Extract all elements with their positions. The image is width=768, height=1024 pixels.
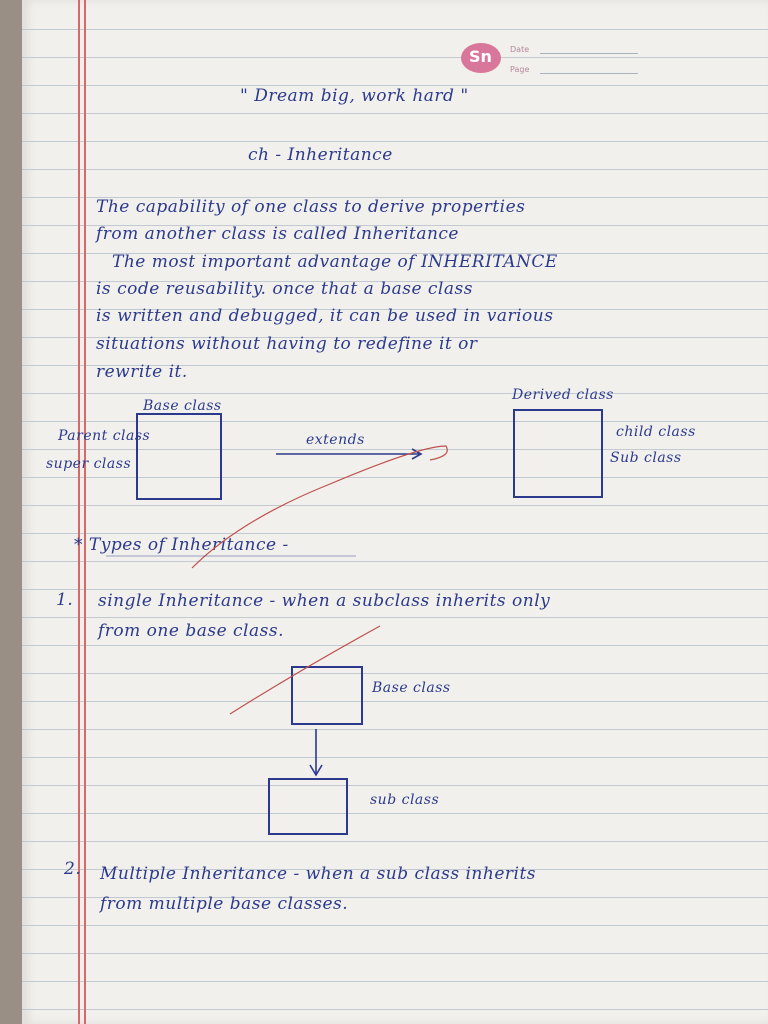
red-pen-stroke — [191, 445, 448, 569]
sub-class-label: Sub class — [610, 450, 682, 466]
margin-line-right — [84, 0, 86, 1024]
red-pen-stroke — [229, 625, 381, 715]
single-inheritance-arrow-head — [309, 764, 323, 777]
single-sub-box — [268, 778, 348, 835]
single-base-label: Base class — [372, 680, 451, 696]
child-class-label: child class — [616, 424, 696, 440]
super-class-label: super class — [46, 456, 132, 472]
brand-logo: Sn — [461, 43, 501, 73]
single-base-box — [291, 666, 363, 725]
single-inheritance-line: from one base class. — [98, 621, 284, 641]
date-line — [540, 53, 638, 54]
intro-line: The most important advantage of INHERITA… — [112, 252, 558, 272]
intro-line: The capability of one class to derive pr… — [96, 197, 526, 217]
multiple-inheritance-line: from multiple base classes. — [100, 894, 349, 914]
date-label: Date — [510, 45, 530, 54]
intro-line: situations without having to redefine it… — [96, 334, 478, 354]
extends-arrow-head — [411, 448, 423, 460]
quote-heading: " Dream big, work hard " — [240, 86, 469, 106]
parent-class-label: Parent class — [58, 428, 151, 444]
intro-line: from another class is called Inheritance — [96, 224, 459, 244]
item-number: 2. — [64, 859, 82, 879]
base-class-label: Base class — [143, 398, 222, 414]
single-sub-label: sub class — [370, 792, 440, 808]
extends-label: extends — [306, 432, 365, 448]
types-heading: * Types of Inheritance - — [74, 535, 289, 555]
intro-line: is written and debugged, it can be used … — [96, 306, 554, 326]
intro-line: is code reusability. once that a base cl… — [96, 279, 473, 299]
ruled-lines — [22, 0, 768, 1024]
multiple-inheritance-line: Multiple Inheritance - when a sub class … — [100, 864, 537, 884]
page-label: Page — [510, 65, 530, 74]
chapter-title: ch - Inheritance — [248, 145, 393, 165]
derived-class-label: Derived class — [512, 387, 614, 403]
intro-line: rewrite it. — [96, 362, 188, 382]
margin-line-left — [78, 0, 80, 1024]
derived-class-box — [513, 409, 603, 498]
page-line — [540, 73, 638, 74]
logo-text: Sn — [469, 47, 492, 66]
item-number: 1. — [56, 590, 74, 610]
single-inheritance-line: single Inheritance - when a subclass inh… — [98, 591, 551, 611]
base-class-box — [136, 413, 222, 500]
